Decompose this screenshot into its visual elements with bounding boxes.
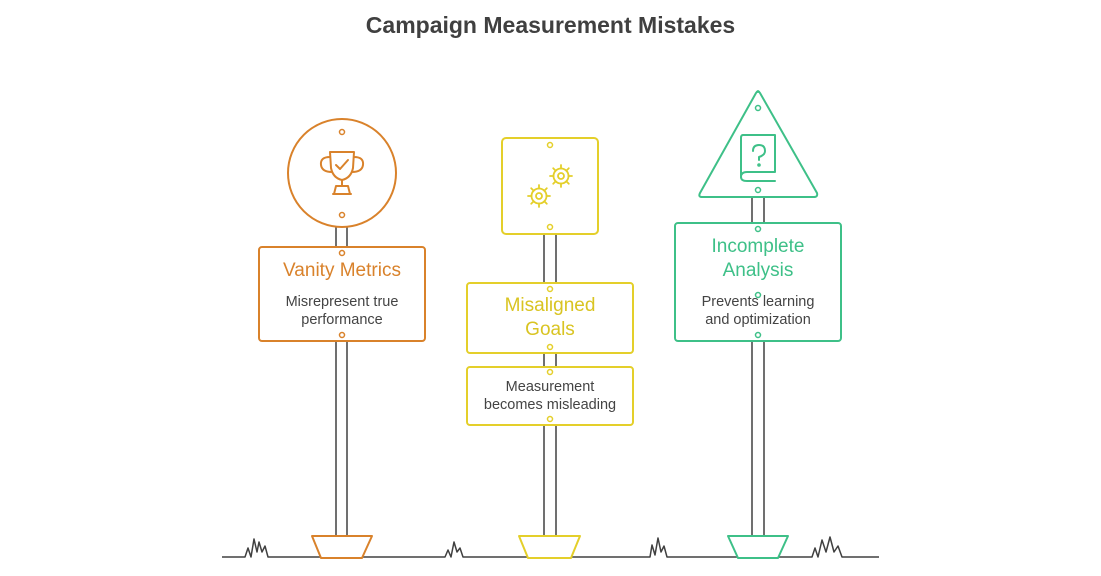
incomplete-analysis-card: Incomplete Analysis Prevents learning an… [674, 222, 842, 342]
vanity-metrics-sign-circle [287, 118, 397, 228]
misaligned-goals-base [518, 535, 581, 559]
misaligned-goals-sign-square [501, 137, 599, 235]
trophy-icon [319, 151, 365, 195]
question-book-icon [740, 134, 776, 182]
gears-icon [527, 164, 573, 208]
bolt-dot [546, 223, 554, 231]
vanity-metrics-description-line-1: Misrepresent true [285, 294, 399, 310]
misaligned-goals-card: Misaligned Goals [466, 282, 634, 354]
vanity-metrics-base [311, 535, 373, 559]
misaligned-goals-title-line-2: Goals [525, 319, 575, 340]
incomplete-analysis-title-line-1: Incomplete [711, 236, 805, 257]
misaligned-goals-description-card: Measurement becomes misleading [466, 366, 634, 426]
misaligned-goals-description-line-2: becomes misleading [483, 397, 617, 413]
gear-icon [549, 164, 573, 188]
bolt-dot [754, 104, 762, 112]
bolt-dot [546, 141, 554, 149]
misaligned-goals-description-line-1: Measurement [505, 379, 595, 395]
incomplete-analysis-base [727, 535, 789, 559]
vanity-metrics-description-line-2: performance [301, 312, 383, 328]
misaligned-goals-title-line-1: Misaligned [504, 295, 596, 316]
vanity-metrics-card: Vanity Metrics Misrepresent true perform… [258, 246, 426, 342]
bolt-dot [338, 211, 346, 219]
incomplete-analysis-title-line-2: Analysis [722, 260, 794, 281]
incomplete-analysis-description-line-1: Prevents learning [701, 294, 815, 310]
diagram-title: Campaign Measurement Mistakes [365, 12, 736, 38]
gear-icon [527, 184, 551, 208]
vanity-metrics-title: Vanity Metrics [283, 260, 401, 281]
bolt-dot [754, 186, 762, 194]
incomplete-analysis-description-line-2: and optimization [705, 312, 811, 328]
bolt-dot [338, 128, 346, 136]
